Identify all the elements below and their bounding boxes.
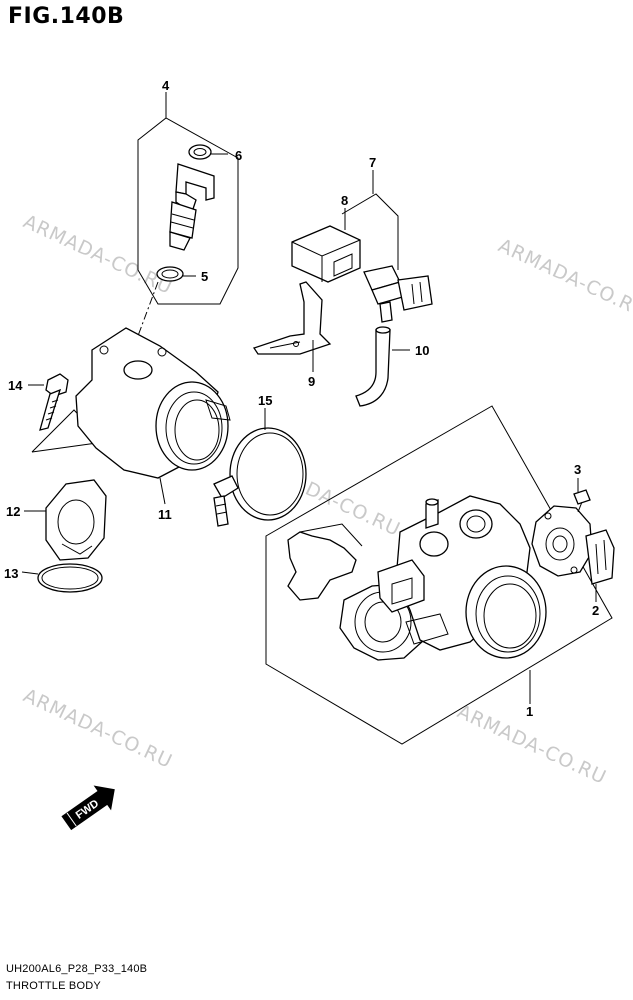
part-13-o-ring[interactable] [37,563,103,593]
callout-2[interactable]: 2 [592,603,599,618]
callout-9[interactable]: 9 [308,374,315,389]
throttle-body-group-outline [265,405,613,745]
callouts: 4 6 5 7 8 10 9 14 11 15 12 13 3 2 1 [4,78,599,719]
callout-11[interactable]: 11 [158,507,172,522]
watermark-4: ARMADA-CO.RU [20,685,176,773]
callout-7[interactable]: 7 [369,155,376,170]
callout-13[interactable]: 13 [4,566,18,581]
part-11-intake-pipe[interactable] [75,327,231,479]
callout-1[interactable]: 1 [526,704,533,719]
part-6-o-ring[interactable] [188,144,212,160]
callout-3[interactable]: 3 [574,462,581,477]
callout-15[interactable]: 15 [258,393,272,408]
injector-axis [131,281,159,353]
fwd-arrow: FWD [61,785,115,831]
figure-code: UH200AL6_P28_P33_140B [6,963,148,975]
fuel-injector[interactable] [169,163,215,251]
figure-title: FIG.140B [8,4,125,29]
callout-4[interactable]: 4 [162,78,170,93]
part-9-bracket[interactable] [252,281,332,355]
figure-name: THROTTLE BODY [6,980,101,992]
part-15-clamp[interactable] [213,427,307,527]
leader-lines [21,92,597,704]
callout-10[interactable]: 10 [415,343,429,358]
watermarks: ARMADA-CO.RU ARMADA-CO.RU ARMADA-CO.RU A… [20,211,633,789]
callout-8[interactable]: 8 [341,193,348,208]
injector-group-outline [137,117,239,305]
part-1-throttle-body[interactable] [287,495,547,661]
part-8-connector-cover[interactable] [291,225,361,283]
callout-14[interactable]: 14 [8,378,23,393]
map-sensor[interactable] [363,265,433,323]
sensor-group-outline [341,193,399,270]
callout-5[interactable]: 5 [201,269,208,284]
part-14-bolt[interactable] [39,373,69,431]
watermark-1: ARMADA-CO.RU [20,211,176,299]
watermark-2: ARMADA-CO.RU [495,235,633,323]
callout-12[interactable]: 12 [6,504,20,519]
part-10-hose[interactable] [355,326,391,407]
part-5-o-ring[interactable] [156,266,184,282]
part-2-throttle-position-sensor[interactable] [531,505,615,585]
callout-6[interactable]: 6 [235,148,242,163]
part-12-spacer[interactable] [45,479,107,561]
part-3-screw[interactable] [573,489,591,513]
